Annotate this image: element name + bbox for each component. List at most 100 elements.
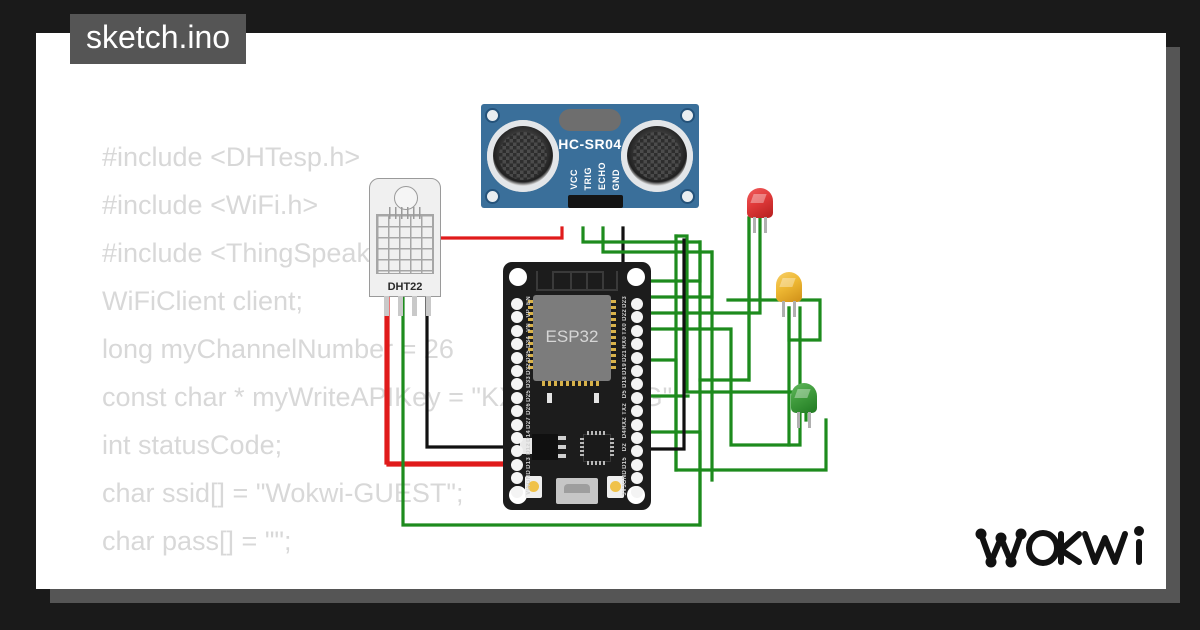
smd-component (594, 393, 599, 403)
esp32-pin-label-d33: D33 (526, 376, 532, 389)
wifi-antenna-icon (536, 271, 618, 291)
hc-sr04-sensor[interactable]: HC-SR04 VCC TRIG ECHO GND (481, 104, 699, 208)
esp32-pin-label-rx0: RX0 (622, 336, 628, 349)
esp32-pad-rx0[interactable] (631, 338, 643, 351)
dht22-leg (426, 296, 431, 316)
led-green-bulb (791, 383, 817, 413)
esp32-pad-vin[interactable] (511, 485, 523, 498)
esp32-pin-label-vn: VN (526, 322, 532, 332)
boot-button[interactable] (525, 476, 542, 498)
led-leg (782, 301, 785, 317)
esp32-pad-d35[interactable] (511, 351, 523, 364)
esp32-pad-d32[interactable] (511, 365, 523, 377)
esp32-pad-d13[interactable] (511, 458, 523, 471)
esp32-pad-d25[interactable] (511, 391, 523, 404)
esp32-pin-label-d34: D34 (526, 336, 532, 349)
esp32-pad-tx2[interactable] (631, 405, 643, 418)
tab-sketch-ino[interactable]: sketch.ino (70, 14, 247, 64)
esp32-pad-vn[interactable] (511, 324, 523, 337)
esp32-pad-d23[interactable] (631, 298, 643, 310)
hcsr-pin-gnd: GND (611, 168, 621, 191)
code-line: #include <ThingSpeak.h> (102, 238, 409, 268)
esp32-pin-label-3v3: 3V3 (622, 483, 628, 496)
wire-dht-gnd (425, 293, 514, 449)
mount-hole (485, 189, 500, 204)
module-pads-right (611, 300, 616, 372)
code-line: WiFiClient client; (102, 286, 304, 316)
code-editor-text: #include <DHTesp.h>#include <WiFi.h>#inc… (102, 133, 932, 565)
module-pads-left (528, 300, 533, 372)
esp32-pin-label-d4: D4 (622, 430, 628, 439)
wire-led-yellow (639, 306, 802, 447)
usb-uart-chip-pads-bottom (587, 461, 607, 465)
esp32-pin-label-d21: D21 (622, 349, 628, 362)
voltage-regulator (520, 434, 566, 460)
circuit-diagram: HC-SR04 VCC TRIG ECHO GND DHT22 (36, 33, 1166, 589)
esp32-pad-d4[interactable] (631, 432, 643, 444)
esp32-pad-d15[interactable] (631, 458, 643, 471)
esp32-pad-gnd[interactable] (631, 472, 643, 485)
esp32-pin-label-d27: D27 (526, 416, 532, 429)
led-red[interactable] (747, 188, 773, 233)
esp32-pad-d19[interactable] (631, 365, 643, 377)
esp32-pad-d21[interactable] (631, 351, 643, 364)
esp32-pin-label-d19: D19 (622, 363, 628, 375)
esp32-pad-gnd[interactable] (511, 472, 523, 485)
esp32-pin-label-vin: VIN (526, 483, 532, 495)
wire-led-red (639, 216, 762, 315)
esp32-pin-label-d12: D12 (526, 443, 532, 456)
esp32-pad-en[interactable] (511, 298, 523, 310)
esp32-pin-label-d23: D23 (622, 296, 628, 308)
hcsr-pin-trig: TRIG (583, 166, 593, 191)
esp32-pad-d14[interactable] (511, 432, 523, 444)
led-leg (793, 301, 796, 317)
esp32-pad-d22[interactable] (631, 311, 643, 324)
esp32-pad-tx0[interactable] (631, 324, 643, 337)
led-green[interactable] (791, 383, 817, 428)
micro-usb-port[interactable] (556, 478, 598, 504)
esp32-pin-label-d14: D14 (526, 430, 532, 442)
hcsr-pin-vcc: VCC (569, 169, 579, 190)
esp32-pad-vp[interactable] (511, 311, 523, 324)
esp32-pad-d5[interactable] (631, 391, 643, 404)
code-line: #include <DHTesp.h> (102, 142, 361, 172)
dht22-sensor[interactable]: DHT22 (369, 178, 441, 316)
mount-hole (627, 268, 645, 286)
esp32-pad-d2[interactable] (631, 445, 643, 458)
led-red-bulb (747, 188, 773, 218)
esp32-shield: ESP32 (533, 295, 611, 381)
sketch-canvas[interactable]: #include <DHTesp.h>#include <WiFi.h>#inc… (36, 33, 1166, 589)
led-yellow[interactable] (776, 272, 802, 317)
esp32-pin-label-gnd: GND (526, 470, 532, 485)
esp32-pin-label-d15: D15 (622, 456, 628, 469)
esp32-pad-d34[interactable] (511, 338, 523, 351)
esp32-pin-label-d13: D13 (526, 456, 532, 469)
usb-uart-chip-pads-top (587, 431, 607, 435)
led-yellow-bulb (776, 272, 802, 302)
esp32-pad-d12[interactable] (511, 445, 523, 458)
oscillator-can (559, 109, 621, 131)
esp32-pad-rx2[interactable] (631, 418, 643, 431)
reset-button[interactable] (607, 476, 624, 498)
esp32-pin-label-d35: D35 (526, 349, 532, 362)
esp32-pad-d33[interactable] (511, 378, 523, 391)
wire-led-yellow-gnd (726, 298, 822, 342)
esp32-pin-label-d32: D32 (526, 363, 532, 375)
esp32-pad-d18[interactable] (631, 378, 643, 391)
ultrasonic-transmitter-icon (487, 120, 559, 192)
mount-hole (680, 108, 695, 123)
hc-sr04-pin-header (568, 195, 623, 208)
esp32-pin-label-d5: D5 (622, 389, 628, 399)
esp32-pad-d27[interactable] (511, 418, 523, 431)
esp32-pin-label-d18: D18 (622, 376, 628, 389)
led-leg (808, 412, 811, 428)
mount-hole (509, 268, 527, 286)
code-line: char pass[] = ""; (102, 526, 292, 556)
dht22-leg (412, 296, 417, 316)
ultrasonic-receiver-icon (621, 120, 693, 192)
esp32-pad-3v3[interactable] (631, 485, 643, 498)
wire-dht-vcc (386, 293, 514, 467)
esp32-pad-d26[interactable] (511, 405, 523, 418)
